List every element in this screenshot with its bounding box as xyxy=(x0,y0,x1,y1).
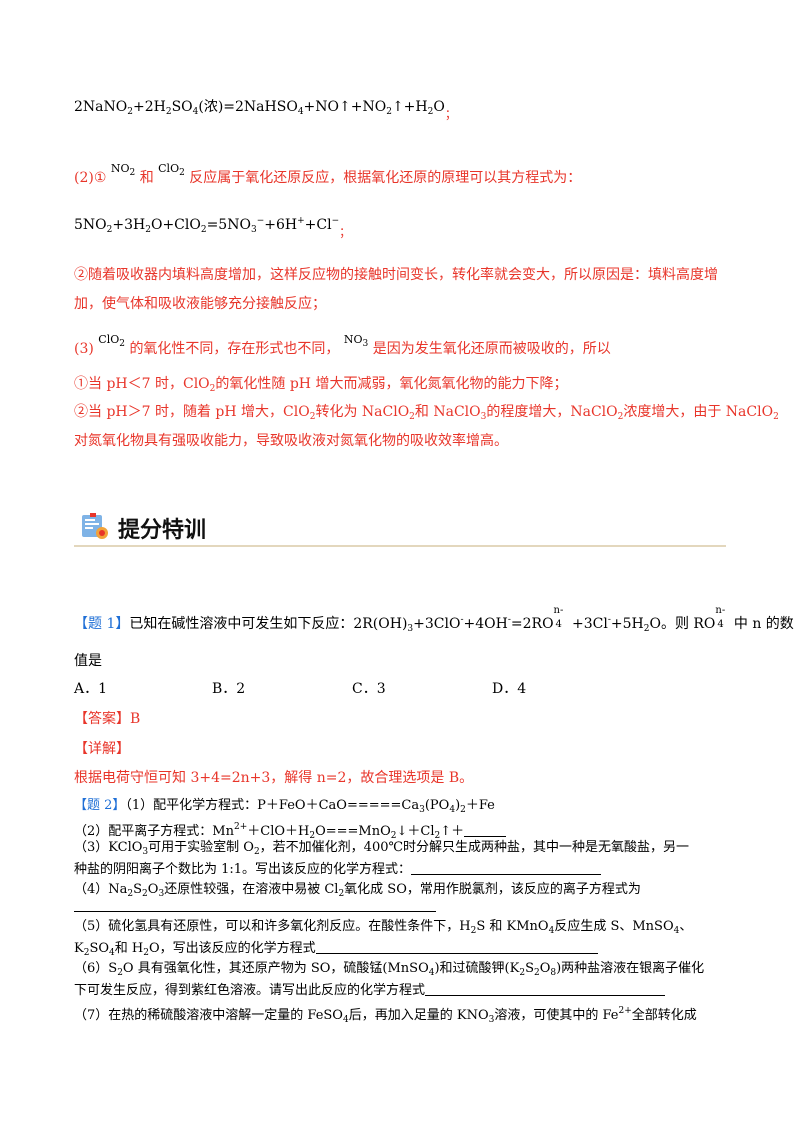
section-title: 提分特训 xyxy=(118,518,207,543)
detail-text: 根据电荷守恒可知 3+4=2n+3，解得 n=2，故合理选项是 B。 xyxy=(74,770,474,786)
question-2-part3-line2: 种盐的阴阳离子个数比为 1:1。写出该反应的化学方程式： xyxy=(74,860,602,879)
answer-blank[interactable] xyxy=(315,939,598,954)
section-banner: 提分特训 xyxy=(74,507,726,547)
section-divider xyxy=(74,545,726,547)
solution-part2-reason-line2: 加，使气体和吸收液能够充分接触反应； xyxy=(74,296,326,312)
question-1-tag: 【题 1】 xyxy=(74,616,130,632)
option-b: B．2 xyxy=(212,681,246,697)
question-1-stem-cont: 值是 xyxy=(74,653,102,669)
detail-label: 【详解】 xyxy=(74,741,130,757)
question-2-tag: 【题 2】 xyxy=(74,798,126,813)
question-2-part3-line1: （3）KClO3可用于实验室制 O2，若不加催化剂，400℃时分解只生成两种盐，… xyxy=(74,840,690,857)
option-c: C．3 xyxy=(352,681,386,697)
option-d: D．4 xyxy=(492,681,527,697)
solution-part2-intro: (2)① NO2 和 ClO2 反应属于氧化还原反应，根据氧化还原的原理可以其方… xyxy=(74,162,582,186)
answer-blank[interactable] xyxy=(425,981,666,996)
question-2-part5-line2: K2SO4和 H2O，写出该反应的化学方程式 xyxy=(74,939,598,962)
solution-part3-ph-above-7-line2: 对氮氧化物具有强吸收能力，导致吸收液对氮氧化物的吸收效率增高。 xyxy=(74,433,508,449)
question-2-part2: （2）配平离子方程式：Mn2+＋ClO＋H2O===MnO2↓＋Cl2↑＋ xyxy=(74,818,507,845)
question-2-part1: 【题 2】（1）配平化学方程式：P＋FeO＋CaO=====Ca3(PO4)2＋… xyxy=(74,798,495,815)
option-a: A．1 xyxy=(74,681,108,697)
question-2-part7: （7）在热的稀硫酸溶液中溶解一定量的 FeSO4后，再加入足量的 KNO3溶液，… xyxy=(74,1006,697,1025)
question-2-part5-line1: （5）硫化氢具有还原性，可以和许多氧化剂反应。在酸性条件下，H2S 和 KMnO… xyxy=(74,919,693,936)
question-1-stem: 【题 1】已知在碱性溶液中可发生如下反应：2R(OH)3+3ClO-+4OH-=… xyxy=(74,605,794,634)
equation-1: 2NaNO2+2H2SO4(浓)=2NaHSO4+NO↑+NO2↑+H2O； xyxy=(74,99,457,121)
question-2-part4: （4）Na2S2O3还原性较强，在溶液中易被 Cl2氧化成 SO，常用作脱氯剂，… xyxy=(74,882,641,899)
answer-blank[interactable] xyxy=(464,822,507,837)
answer-blank-line[interactable] xyxy=(74,911,436,912)
question-2-part6-line2: 下可发生反应，得到紫红色溶液。请写出此反应的化学方程式 xyxy=(74,981,666,1000)
answer-label: 【答案】B xyxy=(74,711,141,727)
question-2-part6-line1: （6）S2O 具有强氧化性，其还原产物为 SO，硫酸锰(MnSO4)和过硫酸钾(… xyxy=(74,961,705,978)
answer-blank[interactable] xyxy=(411,860,602,875)
solution-part2-reason-line1: ②随着吸收器内填料高度增加，这样反应物的接触时间变长，转化率就会变大，所以原因是… xyxy=(74,267,718,283)
solution-part3-intro: (3) ClO2 的氧化性不同，存在形式也不同， NO3 是因为发生氧化还原而被… xyxy=(74,333,611,357)
solution-part3-ph-above-7-line1: ②当 pH＞7 时，随着 pH 增大，ClO2转化为 NaClO2和 NaClO… xyxy=(74,404,779,422)
equation-2: 5NO2+3H2O+ClO2=5NO3−+6H++Cl−； xyxy=(74,216,352,239)
certificate-icon xyxy=(82,513,108,539)
solution-part3-ph-below-7: ①当 pH＜7 时，ClO2的氧化性随 pH 增大而减弱，氧化氮氧化物的能力下降… xyxy=(74,376,568,394)
